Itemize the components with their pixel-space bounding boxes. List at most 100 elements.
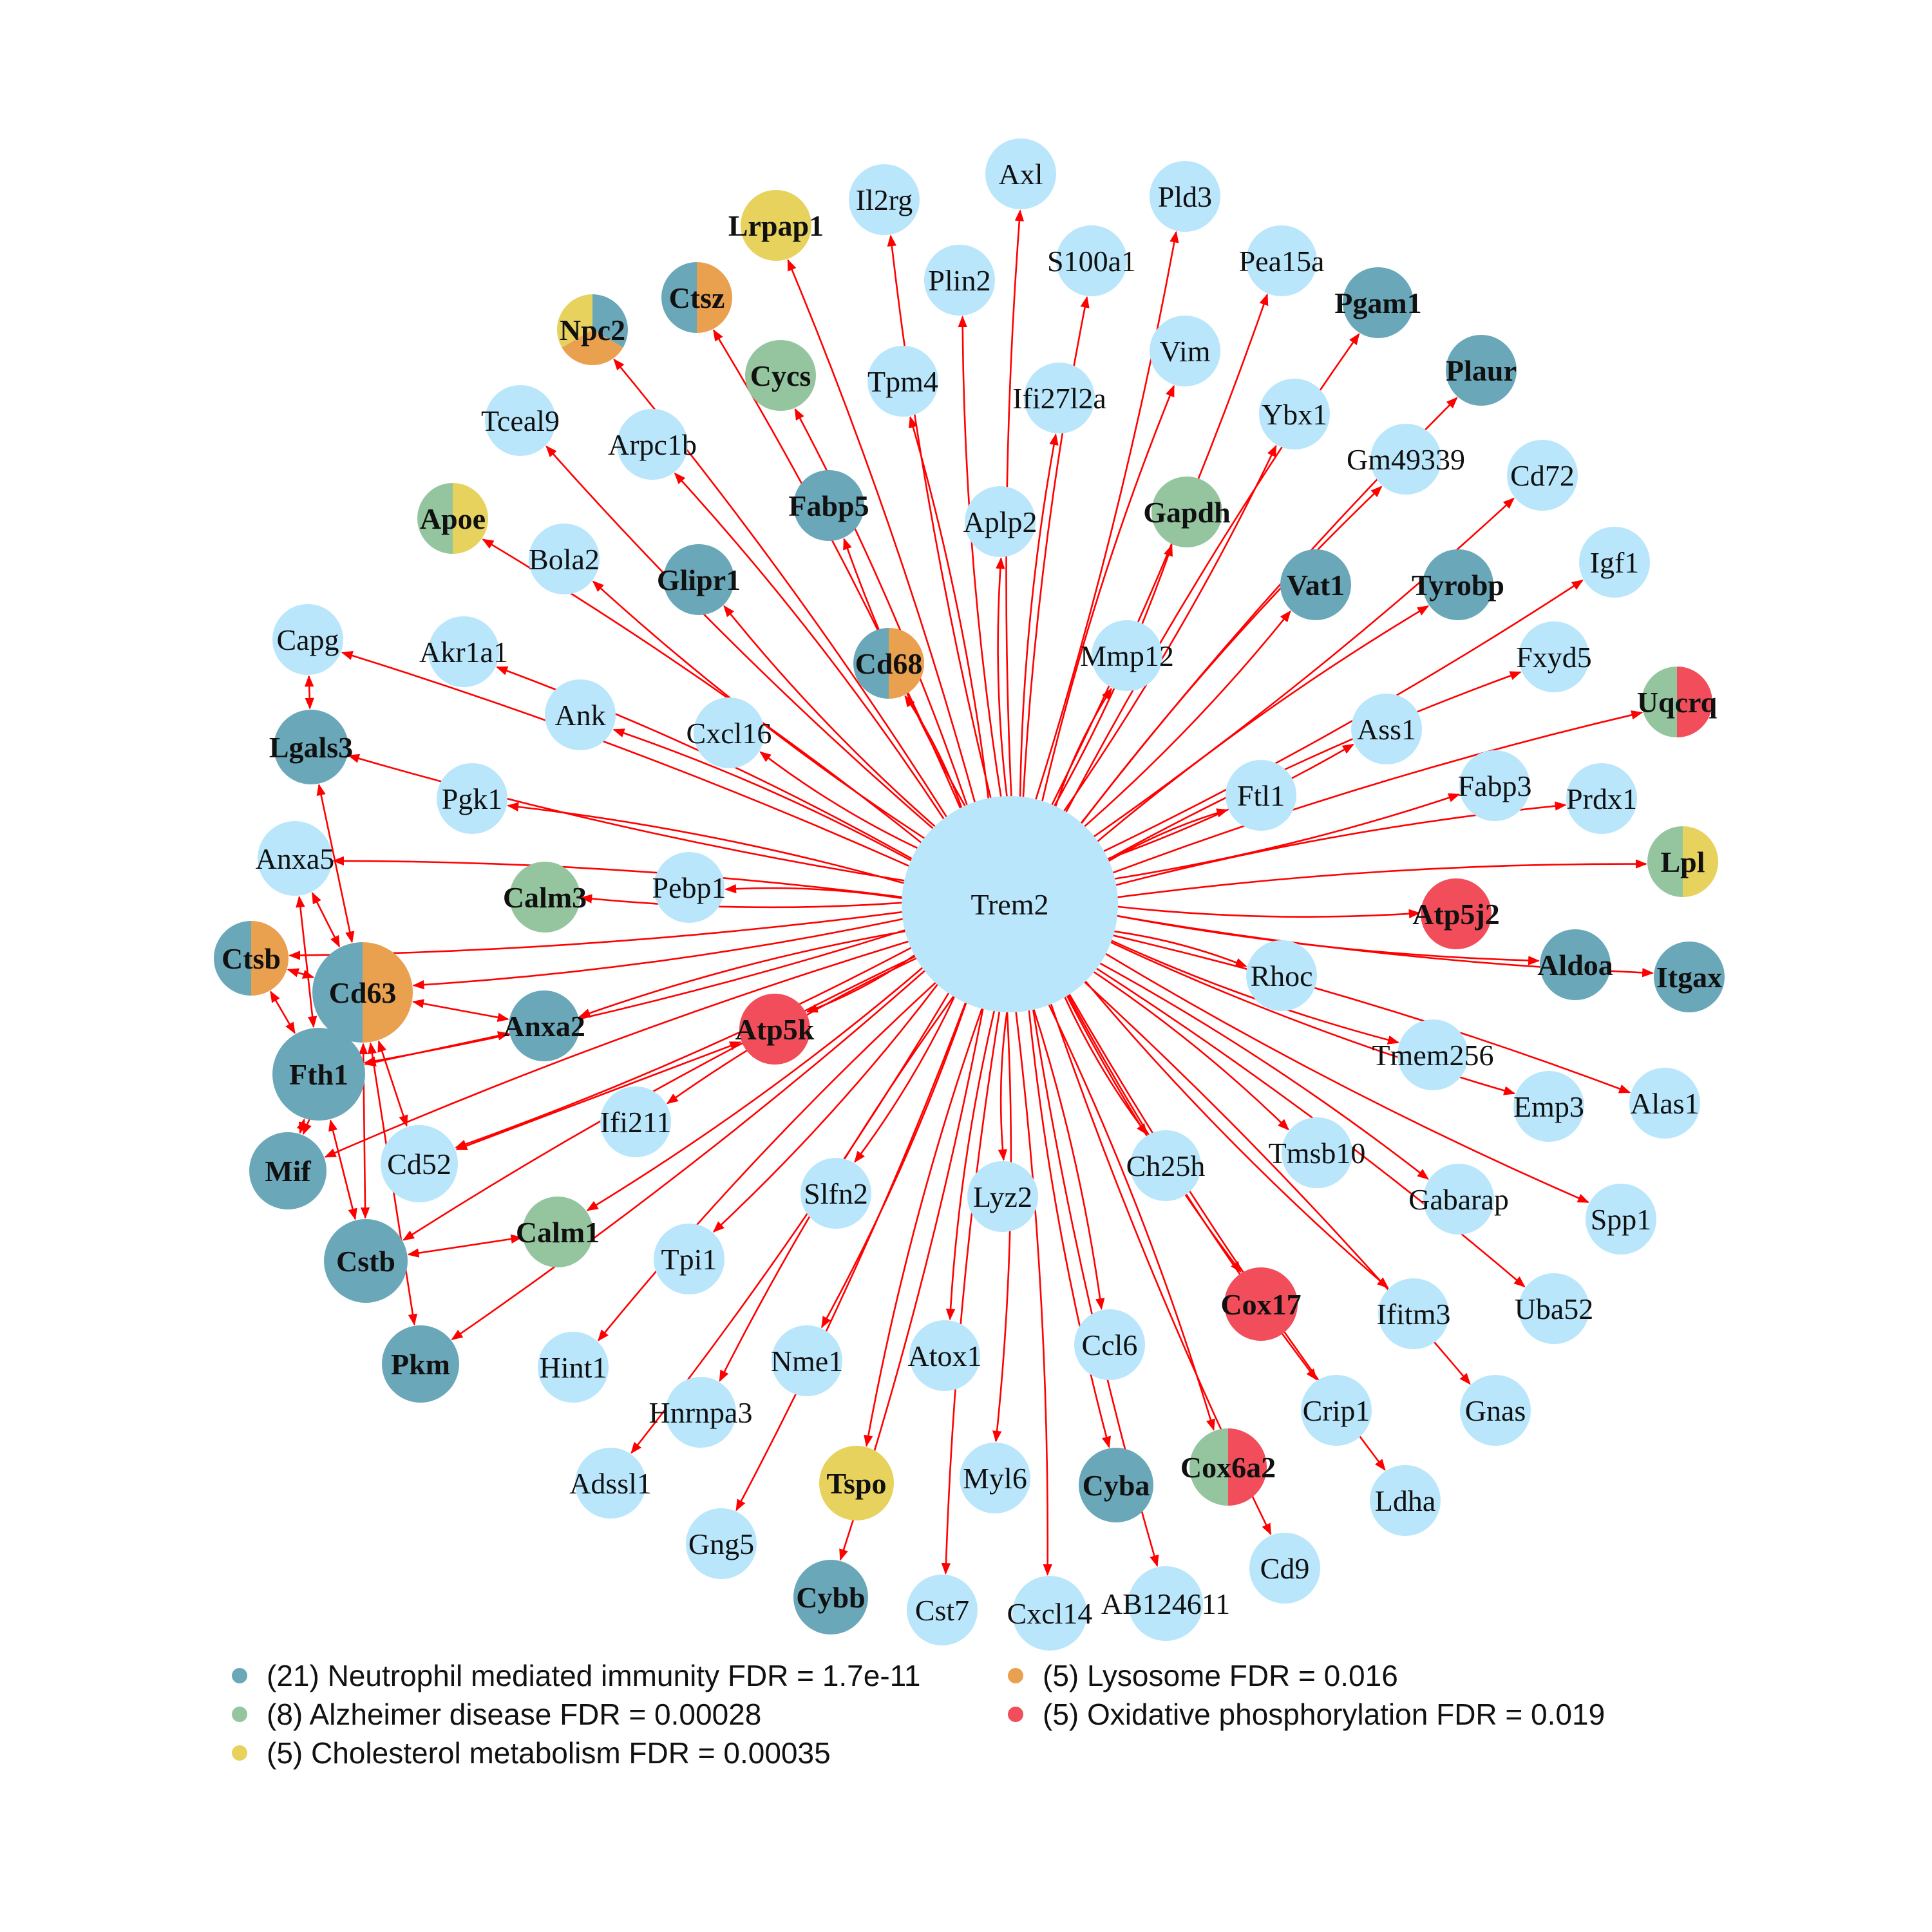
node-slfn2[interactable]: Slfn2 — [800, 1158, 871, 1229]
node-cd72[interactable]: Cd72 — [1507, 440, 1578, 511]
node-ctsz[interactable]: Ctsz — [661, 262, 732, 333]
node-apoe[interactable]: Apoe — [417, 483, 488, 554]
node-nme1[interactable]: Nme1 — [771, 1325, 843, 1396]
node-capg[interactable]: Capg — [272, 604, 343, 675]
node-gabarap[interactable]: Gabarap — [1408, 1164, 1509, 1235]
node-npc2[interactable]: Npc2 — [557, 294, 628, 365]
node-cd52[interactable]: Cd52 — [381, 1125, 458, 1202]
node-tpi1[interactable]: Tpi1 — [654, 1224, 724, 1294]
node-glipr1[interactable]: Glipr1 — [657, 544, 741, 615]
node-ch25h[interactable]: Ch25h — [1126, 1130, 1206, 1201]
node-tyrobp[interactable]: Tyrobp — [1412, 549, 1504, 620]
node-emp3[interactable]: Emp3 — [1513, 1071, 1584, 1142]
node-ifi211[interactable]: Ifi211 — [600, 1086, 672, 1157]
node-adssl1[interactable]: Adssl1 — [569, 1448, 652, 1519]
node-alas1[interactable]: Alas1 — [1629, 1068, 1700, 1139]
node-cox17[interactable]: Cox17 — [1220, 1267, 1302, 1341]
node-crip1[interactable]: Crip1 — [1301, 1375, 1372, 1446]
node-lyz2[interactable]: Lyz2 — [967, 1161, 1038, 1232]
node-atp5j2[interactable]: Atp5j2 — [1412, 878, 1500, 949]
node-igf1[interactable]: Igf1 — [1579, 527, 1650, 598]
node-ab124611[interactable]: AB124611 — [1101, 1566, 1230, 1641]
node-tspo[interactable]: Tspo — [819, 1446, 894, 1520]
node-pkm[interactable]: Pkm — [382, 1325, 459, 1403]
node-calm1[interactable]: Calm1 — [516, 1197, 600, 1267]
node-plin2[interactable]: Plin2 — [924, 245, 995, 316]
node-spp1[interactable]: Spp1 — [1586, 1184, 1656, 1255]
node-akr1a1[interactable]: Akr1a1 — [419, 616, 508, 687]
node-gng5[interactable]: Gng5 — [686, 1508, 757, 1579]
node-ifi27l2a[interactable]: Ifi27l2a — [1012, 363, 1106, 433]
node-pld3[interactable]: Pld3 — [1150, 161, 1220, 232]
center-node[interactable]: Trem2 — [902, 796, 1118, 1012]
node-cycs[interactable]: Cycs — [745, 340, 816, 411]
node-cox6a2[interactable]: Cox6a2 — [1180, 1428, 1276, 1506]
node-circle-fabp5 — [793, 470, 864, 541]
node-s100a1[interactable]: S100a1 — [1047, 225, 1136, 296]
node-ftl1[interactable]: Ftl1 — [1226, 760, 1296, 831]
node-mmp12[interactable]: Mmp12 — [1080, 620, 1174, 691]
node-lrpap1[interactable]: Lrpap1 — [728, 190, 824, 261]
node-vat1[interactable]: Vat1 — [1280, 549, 1351, 620]
node-prdx1[interactable]: Prdx1 — [1566, 763, 1637, 834]
node-pebp1[interactable]: Pebp1 — [652, 852, 726, 923]
node-cd63[interactable]: Cd63 — [312, 942, 413, 1043]
node-pgk1[interactable]: Pgk1 — [437, 763, 507, 834]
node-fxyd5[interactable]: Fxyd5 — [1516, 621, 1592, 692]
node-plaur[interactable]: Plaur — [1446, 335, 1517, 406]
node-myl6[interactable]: Myl6 — [960, 1443, 1030, 1513]
node-cxcl16[interactable]: Cxcl16 — [687, 697, 772, 768]
node-atox1[interactable]: Atox1 — [908, 1320, 982, 1391]
node-circle-pkm — [382, 1325, 459, 1403]
node-calm3[interactable]: Calm3 — [503, 862, 587, 933]
node-rhoc[interactable]: Rhoc — [1246, 940, 1317, 1011]
node-cyba[interactable]: Cyba — [1079, 1448, 1153, 1522]
node-fth1[interactable]: Fth1 — [272, 1028, 365, 1121]
node-axl[interactable]: Axl — [985, 138, 1056, 209]
node-ccl6[interactable]: Ccl6 — [1074, 1309, 1145, 1380]
node-itgax[interactable]: Itgax — [1654, 942, 1725, 1012]
node-vim[interactable]: Vim — [1150, 316, 1220, 386]
node-hnrnpa3[interactable]: Hnrnpa3 — [649, 1377, 753, 1448]
node-gapdh[interactable]: Gapdh — [1143, 477, 1231, 547]
node-fabp3[interactable]: Fabp3 — [1458, 750, 1532, 821]
node-anxa2[interactable]: Anxa2 — [503, 990, 585, 1061]
node-cxcl14[interactable]: Cxcl14 — [1007, 1576, 1093, 1651]
node-ctsb[interactable]: Ctsb — [214, 921, 289, 996]
node-uba52[interactable]: Uba52 — [1515, 1273, 1594, 1344]
node-tmsb10[interactable]: Tmsb10 — [1269, 1117, 1366, 1188]
node-fabp5[interactable]: Fabp5 — [788, 470, 869, 541]
node-gnas[interactable]: Gnas — [1460, 1375, 1531, 1446]
node-circle-slfn2 — [800, 1158, 871, 1229]
node-uqcrq[interactable]: Uqcrq — [1637, 667, 1718, 737]
node-pea15a[interactable]: Pea15a — [1239, 225, 1325, 296]
node-pgam1[interactable]: Pgam1 — [1334, 267, 1422, 338]
node-cd9[interactable]: Cd9 — [1249, 1533, 1320, 1604]
node-tpm4[interactable]: Tpm4 — [867, 346, 938, 417]
node-atp5k[interactable]: Atp5k — [735, 994, 815, 1065]
node-cybb[interactable]: Cybb — [793, 1560, 868, 1634]
node-circle-alas1 — [1629, 1068, 1700, 1139]
node-ybx1[interactable]: Ybx1 — [1259, 379, 1330, 450]
node-cst7[interactable]: Cst7 — [907, 1575, 978, 1645]
node-gm49339[interactable]: Gm49339 — [1347, 424, 1465, 495]
node-cstb[interactable]: Cstb — [324, 1219, 408, 1303]
node-ifitm3[interactable]: Ifitm3 — [1377, 1278, 1451, 1349]
node-tmem256[interactable]: Tmem256 — [1372, 1019, 1494, 1090]
node-hint1[interactable]: Hint1 — [538, 1332, 609, 1403]
node-ldha[interactable]: Ldha — [1370, 1465, 1441, 1536]
node-ank[interactable]: Ank — [545, 679, 616, 750]
node-il2rg[interactable]: Il2rg — [849, 164, 920, 235]
node-tceal9[interactable]: Tceal9 — [481, 385, 560, 456]
node-ass1[interactable]: Ass1 — [1351, 694, 1422, 764]
node-bola2[interactable]: Bola2 — [529, 524, 600, 594]
node-arpc1b[interactable]: Arpc1b — [608, 409, 697, 480]
node-lpl[interactable]: Lpl — [1647, 826, 1718, 897]
node-label-pea15a: Pea15a — [1239, 245, 1325, 278]
node-cd68[interactable]: Cd68 — [853, 628, 924, 699]
node-aldoa[interactable]: Aldoa — [1537, 929, 1613, 1000]
node-anxa5[interactable]: Anxa5 — [256, 821, 335, 896]
node-lgals3[interactable]: Lgals3 — [269, 710, 353, 784]
node-aplp2[interactable]: Aplp2 — [963, 486, 1037, 557]
node-mif[interactable]: Mif — [249, 1132, 327, 1209]
